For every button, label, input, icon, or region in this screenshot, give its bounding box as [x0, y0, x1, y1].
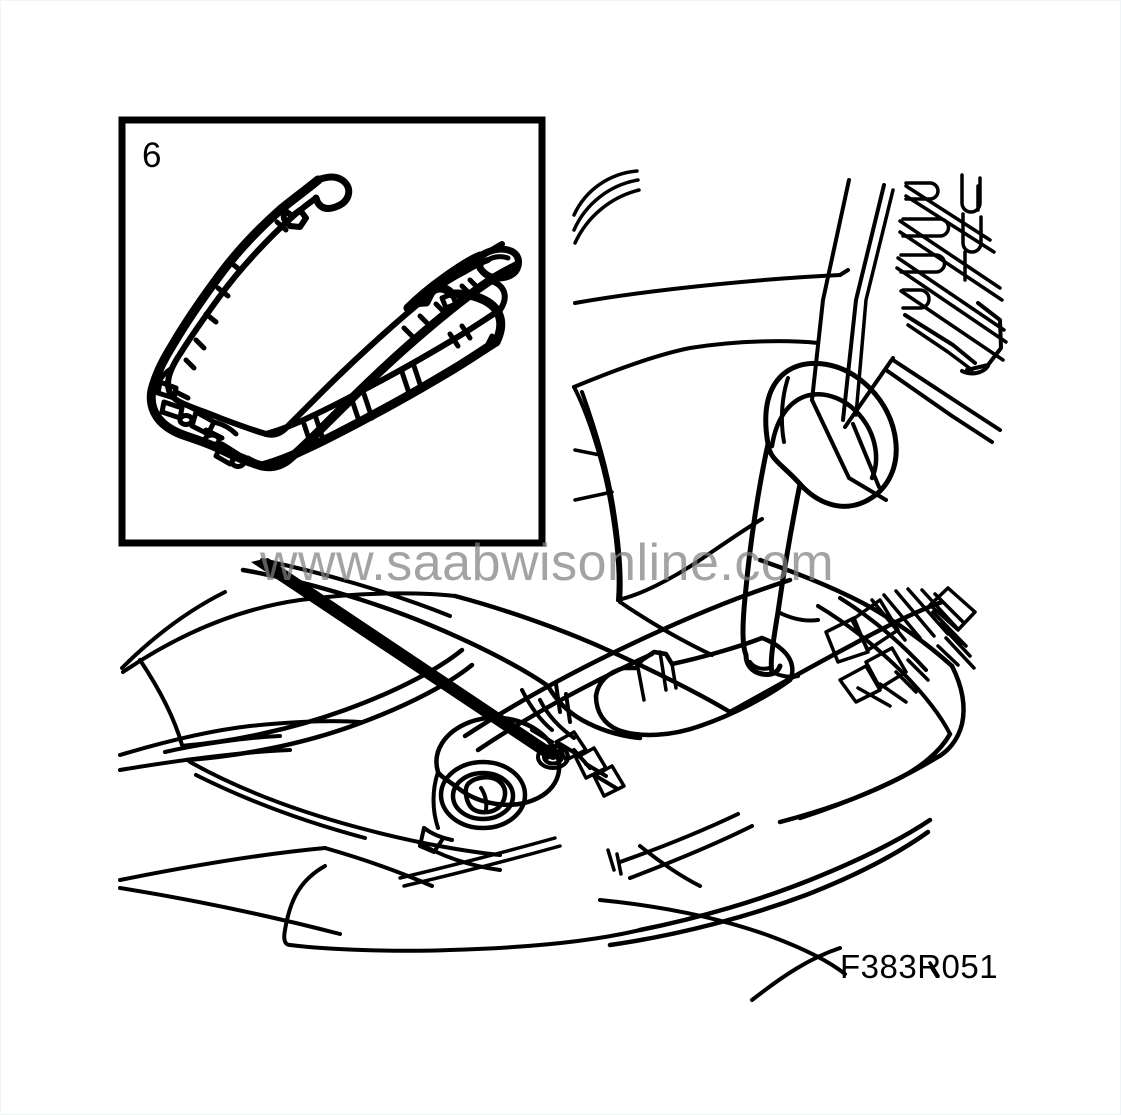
cigarette-lighter-socket [416, 715, 562, 872]
gear-selector-trim-frame [146, 173, 522, 472]
selector-surround [520, 682, 643, 798]
dashboard-air-vent [810, 173, 1008, 502]
inset-step-number: 6 [142, 136, 162, 175]
inset-detail-box [118, 116, 546, 547]
rear-console-curve [598, 844, 940, 1002]
gear-selector-lever [740, 360, 899, 679]
left-seat-and-trim [118, 590, 642, 953]
seat-cushion [572, 169, 850, 657]
figure-reference-code: F383R051 [840, 948, 999, 985]
centre-console [240, 557, 977, 948]
callout-leader-line [251, 558, 558, 760]
